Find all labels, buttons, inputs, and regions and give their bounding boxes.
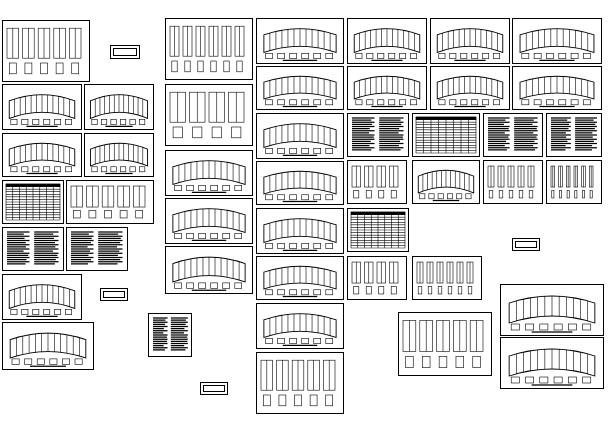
sheet-linework <box>153 317 188 351</box>
sheet-linework <box>351 261 399 295</box>
sheet-schedule-table[interactable] <box>2 180 64 224</box>
sheet-linework <box>263 170 337 203</box>
sheet-floor-plan[interactable] <box>256 161 344 205</box>
sheet-linework <box>353 75 421 108</box>
sheet-notes[interactable] <box>2 227 64 271</box>
sheet-section-details[interactable] <box>165 84 253 146</box>
sheet-floor-plan[interactable] <box>256 66 344 110</box>
sheet-floor-plan[interactable] <box>500 284 604 336</box>
sheet-linework <box>172 208 246 241</box>
sheet-linework <box>402 320 484 368</box>
sheet-floor-plan[interactable] <box>512 18 602 64</box>
sheet-linework <box>8 94 76 127</box>
sheet-linework <box>263 313 337 346</box>
sheet-floor-plan[interactable] <box>2 133 82 177</box>
sheet-notes[interactable] <box>148 313 192 357</box>
sheet-linework <box>488 117 538 151</box>
sheet-detail[interactable] <box>347 256 407 300</box>
title-stamp <box>200 382 228 395</box>
sheet-linework <box>260 359 336 407</box>
sheet-linework <box>417 169 475 202</box>
sheet-notes[interactable] <box>546 113 602 157</box>
sheet-schedule-table[interactable] <box>412 113 480 157</box>
sheet-floor-plan[interactable] <box>256 18 344 64</box>
sheet-detail[interactable] <box>347 160 407 204</box>
sheet-floor-plan[interactable] <box>256 208 344 254</box>
sheet-floor-plan[interactable] <box>347 66 427 110</box>
sheet-detail[interactable] <box>412 256 482 300</box>
sheet-linework <box>508 295 596 333</box>
sheet-floor-plan[interactable] <box>2 274 82 320</box>
title-stamp <box>110 45 140 59</box>
title-stamp <box>100 288 128 301</box>
sheet-floor-plan[interactable] <box>256 256 344 300</box>
sheet-detail[interactable] <box>483 160 543 204</box>
sheet-elevation-details[interactable] <box>2 20 90 82</box>
sheet-linework <box>9 332 87 367</box>
sheet-notes[interactable] <box>347 113 409 157</box>
sheet-linework <box>551 117 597 151</box>
sheet-detail[interactable] <box>546 160 602 204</box>
sheet-linework <box>263 75 337 108</box>
sheet-elevation-details[interactable] <box>165 18 253 80</box>
sheet-linework <box>263 265 337 298</box>
sheet-floor-plan[interactable] <box>165 246 253 294</box>
sheet-floor-plan[interactable] <box>500 337 604 389</box>
sheet-linework <box>436 75 504 108</box>
sheet-column-details[interactable] <box>66 180 154 224</box>
sheet-linework <box>352 117 404 151</box>
sheet-linework <box>263 123 337 156</box>
sheet-linework <box>89 142 149 175</box>
sheet-linework <box>436 28 504 61</box>
sheet-elevation-details[interactable] <box>256 352 344 414</box>
sheet-floor-plan[interactable] <box>165 150 253 196</box>
sheet-linework <box>5 183 61 221</box>
sheet-linework <box>70 185 146 219</box>
sheet-linework <box>172 160 246 193</box>
sheet-linework <box>71 231 123 265</box>
sheet-linework <box>353 28 421 61</box>
sheet-floor-plan[interactable] <box>165 198 253 244</box>
sheet-notes[interactable] <box>66 227 128 271</box>
sheet-floor-plan[interactable] <box>256 303 344 349</box>
sheet-linework <box>169 91 245 139</box>
sheet-floor-plan[interactable] <box>430 18 510 64</box>
sheet-linework <box>7 231 59 265</box>
sheet-linework <box>519 28 595 61</box>
sheet-floor-plan[interactable] <box>256 113 344 159</box>
sheet-linework <box>263 218 337 251</box>
sheet-floor-plan[interactable] <box>512 66 602 110</box>
sheet-linework <box>172 256 246 291</box>
sheet-linework <box>519 75 595 108</box>
sheet-linework <box>8 142 76 175</box>
sheet-linework <box>8 284 76 317</box>
sheet-linework <box>508 348 596 386</box>
sheet-linework <box>550 165 594 199</box>
sheet-linework <box>350 211 406 249</box>
sheet-linework <box>6 27 82 75</box>
sheet-linework <box>487 165 535 199</box>
sheet-floor-plan[interactable] <box>347 18 427 64</box>
sheet-linework <box>415 116 477 154</box>
sheet-linework <box>89 94 149 127</box>
sheet-schedule-table[interactable] <box>347 208 409 252</box>
title-stamp <box>512 238 540 251</box>
sheet-floor-plan[interactable] <box>2 322 94 370</box>
sheet-floor-plan[interactable] <box>84 133 154 177</box>
sheet-floor-plan[interactable] <box>430 66 510 110</box>
sheet-linework <box>263 28 337 61</box>
sheet-floor-plan[interactable] <box>2 84 82 130</box>
sheet-column-details[interactable] <box>398 312 492 376</box>
sheet-linework <box>416 261 474 295</box>
sheet-notes[interactable] <box>483 113 543 157</box>
sheet-floor-plan[interactable] <box>84 84 154 130</box>
sheet-linework <box>351 165 399 199</box>
sheet-floor-plan[interactable] <box>412 160 480 204</box>
sheet-linework <box>169 25 245 73</box>
